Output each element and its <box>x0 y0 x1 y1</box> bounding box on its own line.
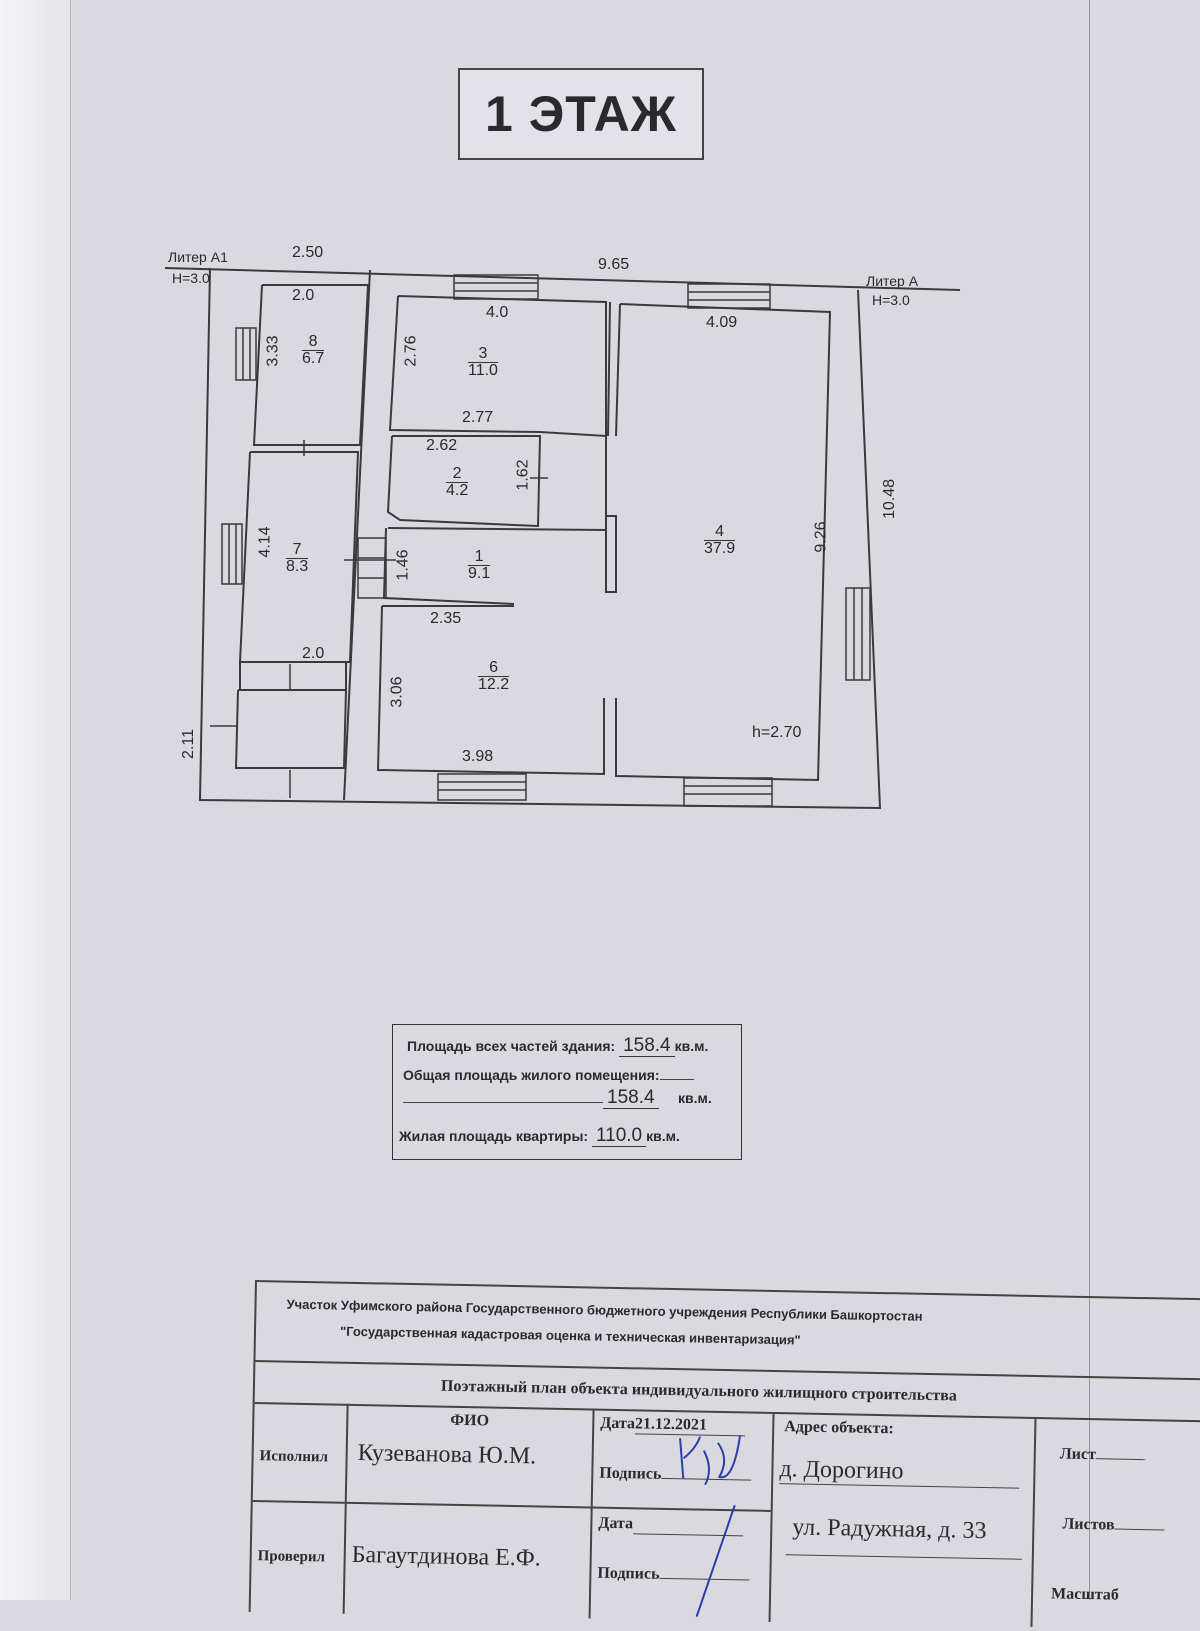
dim-room2-w: 2.62 <box>426 437 458 454</box>
ceiling-height: h=2.70 <box>752 724 802 741</box>
dim-room6-h: 3.06 <box>388 676 406 708</box>
org-line-2: "Государственная кадастровая оценка и те… <box>339 1323 801 1348</box>
dim-room1-h: 1.46 <box>394 549 412 581</box>
address-line-2: ул. Радужная, д. 33 <box>792 1514 987 1545</box>
general-area-row: 158.4 кв.м. <box>403 1087 712 1109</box>
checked-label: Проверил <box>257 1548 326 1566</box>
floor-title: 1 ЭТАЖ <box>458 68 704 160</box>
title-block: Участок Уфимского района Государственног… <box>248 1280 1200 1631</box>
dim-room7-h: 4.14 <box>256 526 274 558</box>
dim-room3-h: 2.76 <box>402 335 420 367</box>
page-right-edge <box>1089 0 1200 1600</box>
address-label: Адрес объекта: <box>784 1418 895 1438</box>
signature-checked <box>695 1504 736 1617</box>
dim-room4-w: 4.09 <box>706 314 738 331</box>
dim-porch-h: 2.11 <box>179 729 197 759</box>
dim-top-a1: 2.50 <box>292 244 324 261</box>
dim-room8-h: 3.33 <box>264 335 282 367</box>
executed-label: Исполнил <box>259 1448 329 1466</box>
liter-a1-height: H=3.0 <box>172 270 210 286</box>
liter-a-label: Литер А <box>866 273 919 289</box>
address-line-1: д. Дорогино <box>779 1456 1020 1489</box>
dim-room3-bottom: 2.77 <box>462 409 494 426</box>
dim-room3-w: 4.0 <box>486 304 509 321</box>
fio-header: ФИО <box>450 1411 490 1430</box>
sheet-field: Лист <box>1060 1445 1146 1465</box>
org-line-1: Участок Уфимского района Государственног… <box>286 1296 923 1324</box>
liter-a-height: H=3.0 <box>872 292 910 308</box>
liter-a1-label: Литер А1 <box>168 249 228 265</box>
dim-room1-bottom: 2.35 <box>430 610 462 627</box>
scale-field: Масштаб <box>1050 1585 1120 1604</box>
dim-room4-h: 9.26 <box>812 521 830 553</box>
dim-room7-bottom: 2.0 <box>302 645 325 662</box>
sheets-field: Листов <box>1062 1516 1165 1536</box>
previous-page-edge <box>0 0 71 1600</box>
executed-name: Кузеванова Ю.М. <box>357 1440 537 1470</box>
dim-room8-w: 2.0 <box>292 287 315 304</box>
dim-top-main: 9.65 <box>598 256 630 273</box>
checked-name: Багаутдинова Е.Ф. <box>351 1541 542 1572</box>
general-area-label: Общая площадь жилого помещения: <box>403 1067 694 1083</box>
plan-title: Поэтажный план объекта индивидуального ж… <box>440 1377 957 1405</box>
dim-room2-h: 1.62 <box>514 459 532 491</box>
dim-right-total: 10.48 <box>881 478 899 520</box>
dim-room6-w: 3.98 <box>462 748 494 765</box>
signature-executed <box>679 1435 742 1486</box>
